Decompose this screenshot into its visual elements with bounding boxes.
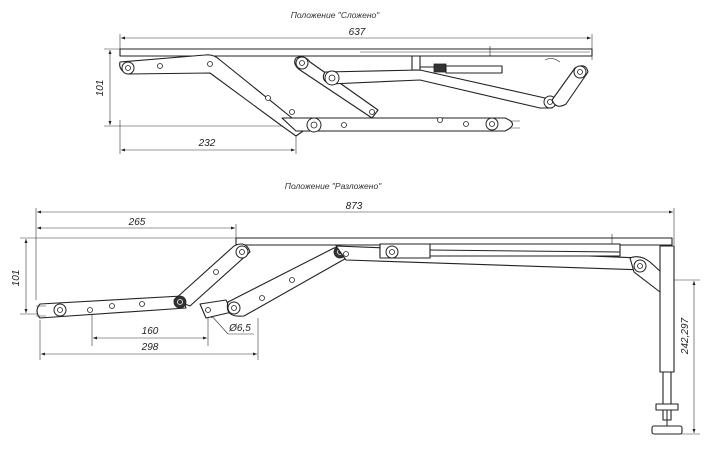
folded-left-link xyxy=(119,54,307,137)
unfolded-height-value: 101 xyxy=(11,270,22,287)
unfolded-link-b-value: 298 xyxy=(141,342,159,353)
unfolded-height-dimension: 101 xyxy=(11,237,236,315)
folded-foot-link xyxy=(281,117,514,132)
unfolded-link-a-dimension: 160 xyxy=(91,312,209,346)
unfolded-hole-value: Ø6,5 xyxy=(228,323,251,334)
unfolded-left-span-value: 265 xyxy=(128,217,146,228)
unfolded-top-rail xyxy=(235,234,673,246)
unfolded-hole-callout: Ø6,5 xyxy=(209,313,254,335)
folded-offset-value: 232 xyxy=(198,138,216,149)
folded-gas-spring xyxy=(411,55,503,74)
unfolded-length-dimension: 873 xyxy=(35,201,675,300)
unfolded-rising-link xyxy=(173,243,251,307)
folded-view: Положение "Сложено" 637 101 232 xyxy=(95,10,593,154)
unfolded-leg xyxy=(651,245,683,435)
unfolded-left-span-dimension: 265 xyxy=(37,217,237,244)
unfolded-leg-value: 242,297 xyxy=(680,317,691,355)
folded-top-rail xyxy=(119,46,593,57)
unfolded-link-a-value: 160 xyxy=(142,326,159,337)
unfolded-link-b-dimension: 298 xyxy=(39,318,259,360)
unfolded-long-rising-link xyxy=(226,246,351,317)
folded-length-value: 637 xyxy=(349,27,366,38)
folded-caption: Положение "Сложено" xyxy=(291,10,381,20)
folded-height-value: 101 xyxy=(95,80,106,97)
folded-offset-dimension: 232 xyxy=(119,120,297,154)
unfolded-caption: Положение "Разложено" xyxy=(285,181,382,191)
unfolded-view: Положение "Разложено" 873 265 101 160 xyxy=(11,181,700,435)
unfolded-length-value: 873 xyxy=(346,201,363,212)
unfolded-gas-spring xyxy=(379,243,621,259)
